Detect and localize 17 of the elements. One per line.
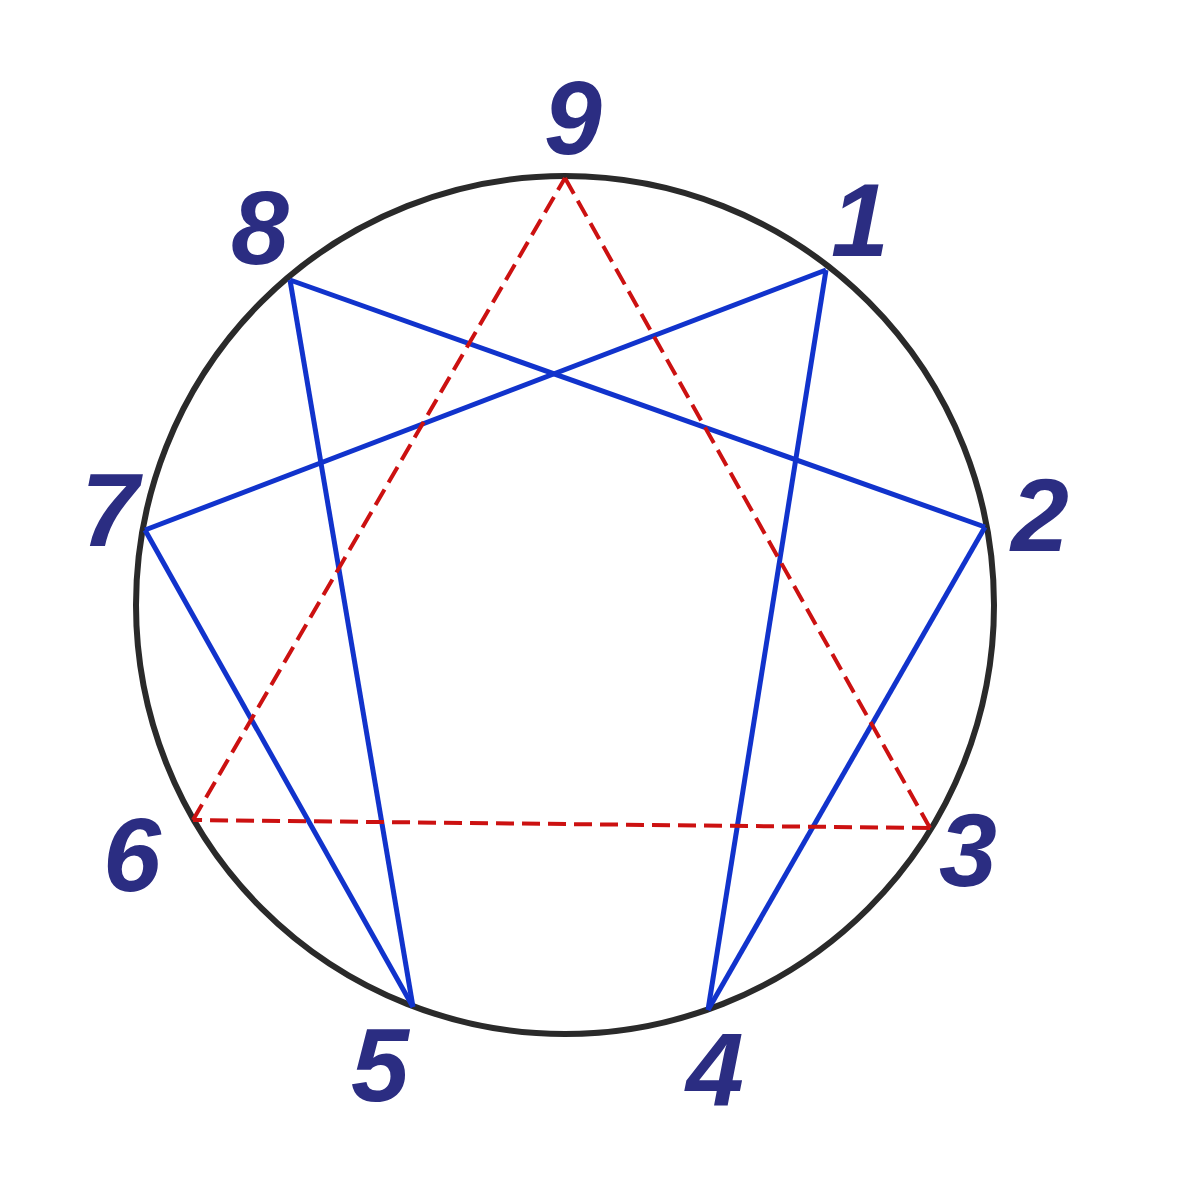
connector-line bbox=[705, 525, 988, 1012]
point-number: 8 bbox=[231, 176, 289, 280]
connector-line bbox=[563, 177, 932, 829]
connector-line bbox=[705, 269, 829, 1011]
point-number: 4 bbox=[686, 1018, 744, 1122]
point-number: 5 bbox=[351, 1013, 409, 1117]
point-number: 9 bbox=[544, 66, 602, 170]
point-number: 6 bbox=[103, 803, 161, 907]
point-number: 1 bbox=[831, 168, 889, 272]
point-number: 2 bbox=[1011, 463, 1069, 567]
connector-line bbox=[192, 818, 931, 830]
connector-line bbox=[142, 528, 416, 1009]
point-number: 3 bbox=[939, 798, 997, 902]
connector-line bbox=[191, 177, 567, 821]
connector-line bbox=[144, 267, 827, 533]
connector-line bbox=[289, 277, 986, 530]
connector-line bbox=[287, 279, 416, 1008]
